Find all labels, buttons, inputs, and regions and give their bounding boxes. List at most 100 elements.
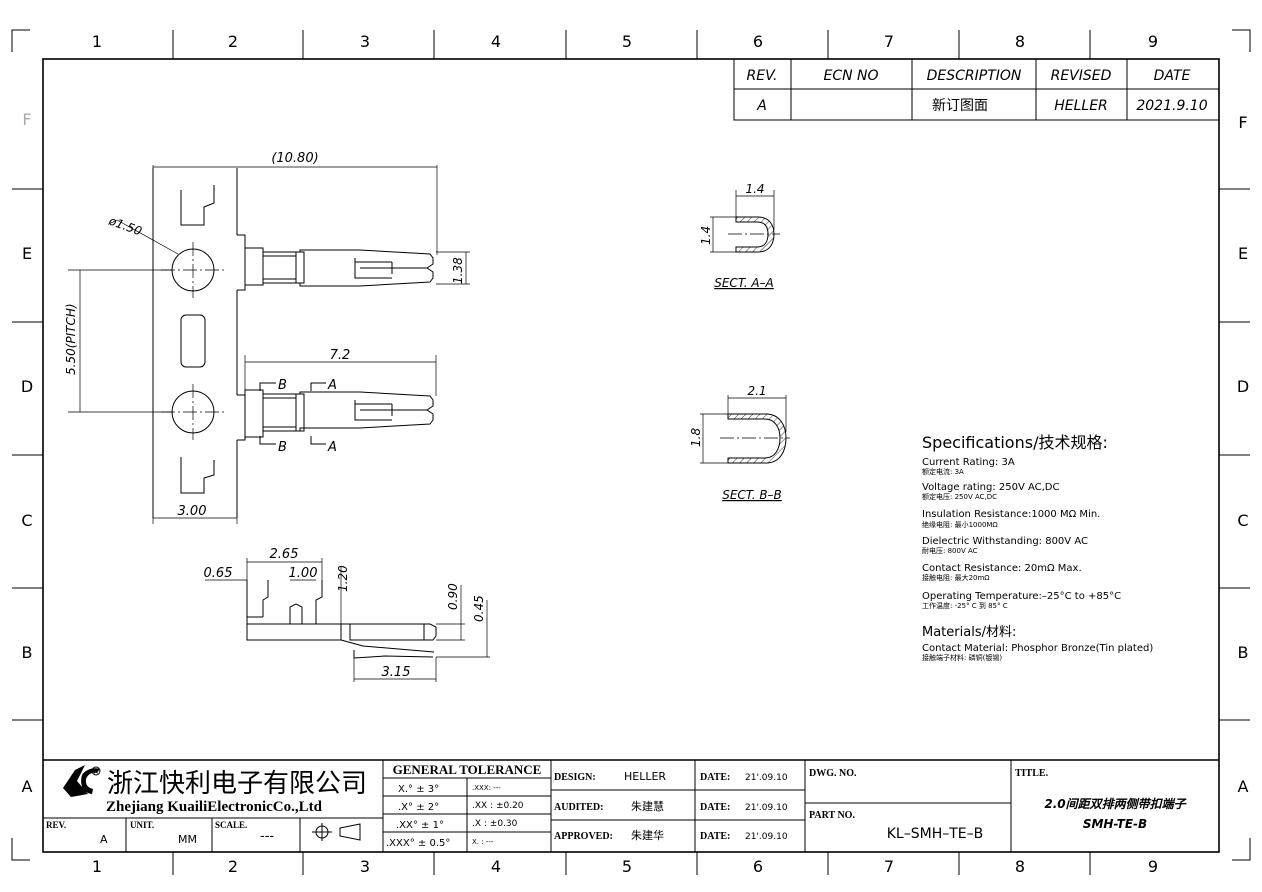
col-label: 3 bbox=[360, 857, 370, 876]
cut-label-a: A bbox=[327, 440, 337, 455]
rev-description: 新订图面 bbox=[932, 98, 988, 114]
rev-header-revised: REVISED bbox=[1051, 68, 1112, 84]
col-label: 7 bbox=[884, 32, 894, 51]
col-label: 8 bbox=[1015, 857, 1025, 876]
dim-side-120: 1.20 bbox=[336, 565, 350, 592]
col-label: 9 bbox=[1148, 32, 1158, 51]
audited-value: 朱建慧 bbox=[631, 799, 664, 813]
dim-side-315: 3.15 bbox=[382, 665, 411, 680]
spec-item: Operating Temperature:–25°C to +85°C bbox=[922, 591, 1121, 602]
tol-linear: .X : ±0.30 bbox=[472, 819, 518, 829]
rev-header-description: DESCRIPTION bbox=[927, 68, 1022, 84]
tol-linear: X. : --- bbox=[472, 838, 494, 846]
spec-item: Voltage rating: 250V AC,DC bbox=[922, 482, 1059, 493]
specifications-block: Specifications/技术规格: Current Rating: 3A … bbox=[922, 433, 1153, 662]
outer-frame bbox=[11, 29, 1251, 875]
spec-item-cn: 工作温度: -25° C 到 85° C bbox=[922, 601, 1008, 610]
section-b-label: SECT. B–B bbox=[722, 488, 782, 502]
section-b-b: 2.1 1.8 SECT. B–B bbox=[689, 384, 790, 502]
rev-header-date: DATE bbox=[1154, 68, 1191, 84]
col-label: 3 bbox=[360, 32, 370, 51]
design-label: DESIGN: bbox=[554, 772, 596, 783]
dim-side-065: 0.65 bbox=[204, 566, 233, 581]
section-a-a: 1.4 1.4 SECT. A–A bbox=[699, 182, 780, 290]
unit-value: MM bbox=[178, 833, 197, 846]
date-label: DATE: bbox=[700, 831, 730, 842]
upper-terminal bbox=[237, 234, 434, 291]
row-label: D bbox=[1237, 377, 1249, 396]
title-line-2: SMH-TE-B bbox=[1083, 817, 1147, 831]
rev-header-rev: REV. bbox=[747, 68, 778, 84]
company-logo: R bbox=[63, 765, 101, 797]
tol-linear: .XXX: --- bbox=[472, 784, 501, 792]
projection-symbol-icon bbox=[312, 823, 361, 841]
row-label: E bbox=[1238, 244, 1248, 263]
design-value: HELLER bbox=[624, 770, 666, 783]
tol-angle: .X° ± 2° bbox=[398, 802, 439, 813]
dim-width-138: 1.38 bbox=[451, 257, 465, 284]
spec-item: Insulation Resistance:1000 MΩ Min. bbox=[922, 509, 1100, 520]
row-label: C bbox=[21, 511, 32, 530]
approved-label: APPROVED: bbox=[554, 831, 613, 842]
title-label: TITLE. bbox=[1015, 768, 1049, 779]
spec-item-cn: 耐电压: 800V AC bbox=[922, 546, 978, 555]
col-label: 7 bbox=[884, 857, 894, 876]
spec-item-cn: 接触电阻: 最大20mΩ bbox=[922, 573, 990, 582]
dim-side-100: 1.00 bbox=[289, 566, 318, 581]
dim-side-090: 0.90 bbox=[446, 583, 460, 610]
top-view: B B A A (10.80) ø1.50 5.50(PITCH) 1.38 7… bbox=[64, 151, 470, 524]
company-name-cn: 浙江快利电子有限公司 bbox=[107, 769, 367, 798]
tolerance-title: GENERAL TOLERANCE bbox=[393, 762, 542, 777]
dim-secb-width: 2.1 bbox=[747, 384, 766, 398]
materials-title: Materials/材料: bbox=[922, 625, 1016, 640]
dim-side-265: 2.65 bbox=[270, 547, 299, 562]
rev-date: 2021.9.10 bbox=[1136, 98, 1207, 114]
rev-value: A bbox=[100, 833, 108, 846]
spec-item-cn: 额定电压: 250V AC,DC bbox=[922, 492, 997, 501]
rev-value: A bbox=[756, 98, 767, 114]
date-value: 21'.09.10 bbox=[745, 803, 788, 813]
tol-angle: .XXX° ± 0.5° bbox=[386, 838, 450, 849]
svg-text:R: R bbox=[94, 769, 98, 776]
spec-item-cn: 额定电流: 3A bbox=[922, 467, 964, 476]
cut-label-b: B bbox=[278, 440, 287, 455]
column-labels-top: 1 2 3 4 5 6 7 8 9 bbox=[92, 32, 1158, 51]
tol-angle: X.° ± 3° bbox=[398, 784, 439, 795]
row-label: E bbox=[22, 244, 32, 263]
rev-header-ecn: ECN NO bbox=[823, 68, 878, 84]
col-label: 6 bbox=[753, 857, 763, 876]
col-label: 1 bbox=[92, 32, 102, 51]
date-value: 21'.09.10 bbox=[745, 832, 788, 842]
dim-length-72: 7.2 bbox=[330, 348, 351, 363]
part-no-value: KL–SMH–TE–B bbox=[887, 826, 983, 842]
section-a-label: SECT. A–A bbox=[714, 276, 774, 290]
dim-side-045: 0.45 bbox=[472, 595, 486, 622]
title-line-1: 2.0间距双排两侧带扣端子 bbox=[1044, 797, 1187, 811]
inner-border bbox=[42, 58, 1220, 853]
dwg-no-label: DWG. NO. bbox=[809, 768, 857, 779]
row-label: B bbox=[1238, 643, 1249, 662]
lower-terminal bbox=[237, 389, 434, 441]
row-label: B bbox=[22, 643, 33, 662]
cut-label-b: B bbox=[278, 378, 287, 393]
approved-value: 朱建华 bbox=[631, 828, 664, 842]
dim-seca-height: 1.4 bbox=[699, 226, 713, 245]
scale-label: SCALE. bbox=[215, 820, 247, 830]
col-label: 4 bbox=[491, 857, 501, 876]
dim-secb-height: 1.8 bbox=[689, 428, 703, 447]
cut-label-a: A bbox=[327, 378, 337, 393]
column-labels-bottom: 1 2 3 4 5 6 7 8 9 bbox=[92, 857, 1158, 876]
spec-item: Dielectric Withstanding: 800V AC bbox=[922, 536, 1088, 547]
dim-seca-width: 1.4 bbox=[745, 182, 764, 196]
spec-item: Contact Resistance: 20mΩ Max. bbox=[922, 563, 1082, 574]
spec-title: Specifications/技术规格: bbox=[922, 433, 1108, 452]
tol-angle: .XX° ± 1° bbox=[396, 820, 444, 831]
side-view: 2.65 0.65 1.00 1.20 0.90 0.45 3.15 bbox=[204, 547, 490, 682]
row-label: F bbox=[22, 110, 31, 129]
row-label: A bbox=[1238, 777, 1249, 796]
dim-pitch: 5.50(PITCH) bbox=[64, 303, 78, 375]
col-label: 8 bbox=[1015, 32, 1025, 51]
company-name-en: Zhejiang KuailiElectronicCo.,Ltd bbox=[106, 799, 323, 815]
col-label: 2 bbox=[228, 32, 238, 51]
